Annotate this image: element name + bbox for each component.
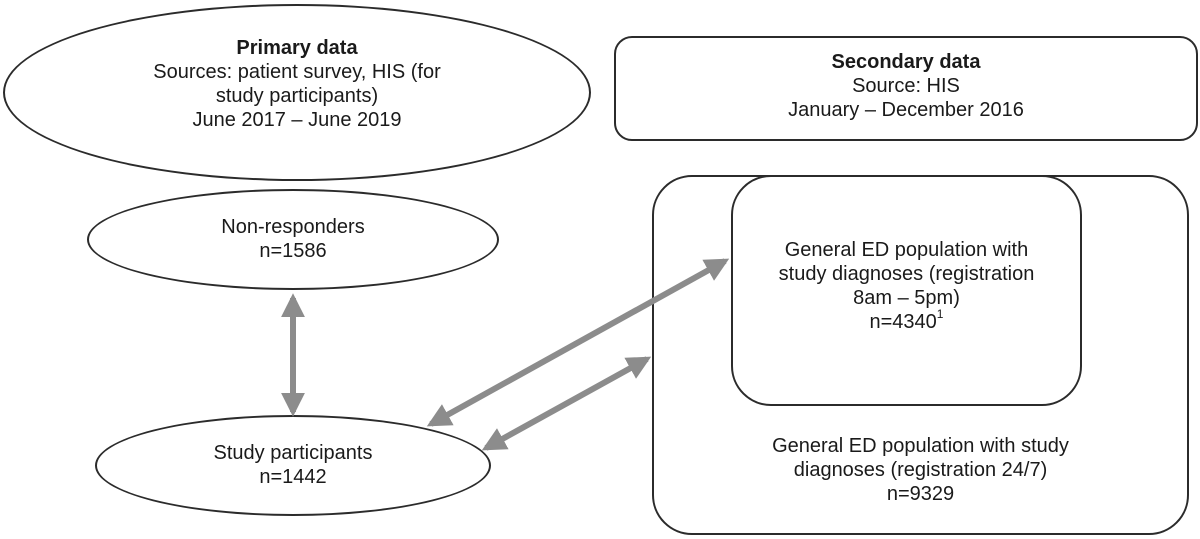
general-ed-daytime-line3: 8am – 5pm) xyxy=(853,287,960,309)
general-ed-24-7-count: n=9329 xyxy=(886,483,955,505)
arrow-participants-24-7 xyxy=(481,356,652,451)
general-ed-daytime-count: n=4340 xyxy=(869,311,937,333)
general-ed-24-7-line2: diagnoses (registration 24/7) xyxy=(793,459,1048,481)
secondary-data-box xyxy=(614,36,1198,141)
primary-data-sources: Sources: patient survey, HIS (for xyxy=(153,61,441,83)
non-responders-label: Non-responders xyxy=(221,216,365,238)
secondary-data-text: Secondary data Source: HIS January – Dec… xyxy=(614,50,1198,122)
primary-data-text: Primary data Sources: patient survey, HI… xyxy=(3,36,591,132)
general-ed-daytime-text: General ED population with study diagnos… xyxy=(731,238,1082,334)
study-participants-label: Study participants xyxy=(213,442,373,464)
secondary-data-source: Source: HIS xyxy=(852,75,960,97)
general-ed-daytime-line1: General ED population with xyxy=(784,239,1029,261)
primary-data-sources-cont: study participants) xyxy=(215,85,379,107)
general-ed-daytime-count-line: n=43401 xyxy=(731,307,1082,334)
non-responders-count: n=1586 xyxy=(259,240,327,262)
primary-data-title: Primary data xyxy=(236,37,358,59)
non-responders-text: Non-responders n=1586 xyxy=(87,215,499,263)
study-participants-count: n=1442 xyxy=(259,466,327,488)
general-ed-24-7-text: General ED population with study diagnos… xyxy=(652,434,1189,506)
general-ed-daytime-box xyxy=(731,175,1082,406)
secondary-data-title: Secondary data xyxy=(831,51,981,73)
footnote-marker: 1 xyxy=(936,307,944,322)
primary-data-ellipse xyxy=(3,4,591,181)
general-ed-24-7-line1: General ED population with study xyxy=(772,435,1069,457)
primary-data-period: June 2017 – June 2019 xyxy=(192,109,402,131)
arrow-participants-daytime xyxy=(426,258,730,427)
study-participants-ellipse xyxy=(95,415,491,516)
general-ed-daytime-line2: study diagnoses (registration xyxy=(778,263,1035,285)
secondary-data-period: January – December 2016 xyxy=(788,99,1024,121)
study-participants-text: Study participants n=1442 xyxy=(95,441,491,489)
